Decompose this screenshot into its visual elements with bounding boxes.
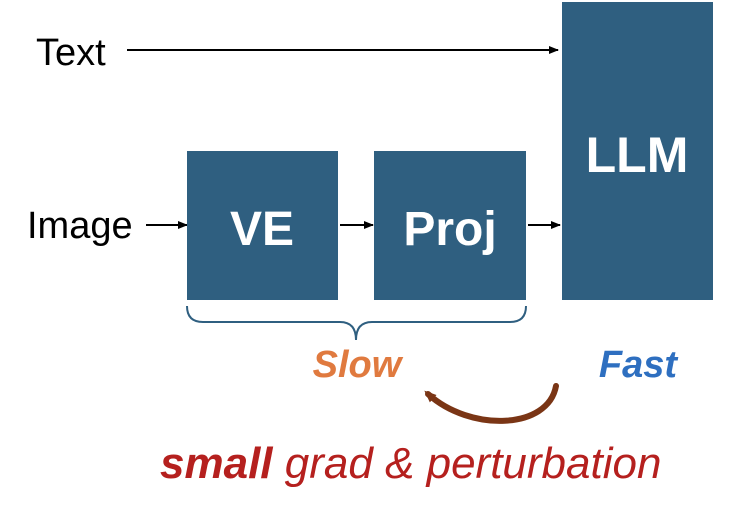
caption-emphasis: small (160, 439, 273, 488)
ve-box (187, 151, 338, 300)
image-input-label: Image (27, 205, 133, 247)
caption-rest: grad & perturbation (273, 439, 662, 488)
ve-box-label: VE (230, 203, 294, 256)
llm-box (562, 2, 713, 300)
proj-box (374, 151, 526, 300)
caption: small grad & perturbation (160, 439, 661, 488)
fast-label: Fast (599, 344, 678, 386)
llm-box-label: LLM (586, 127, 689, 183)
gradient-feedback-arrow (424, 383, 559, 424)
slow-modules-brace (186, 305, 527, 341)
text-input-label: Text (36, 32, 106, 74)
slow-label: Slow (313, 344, 404, 386)
proj-box-label: Proj (403, 203, 496, 256)
